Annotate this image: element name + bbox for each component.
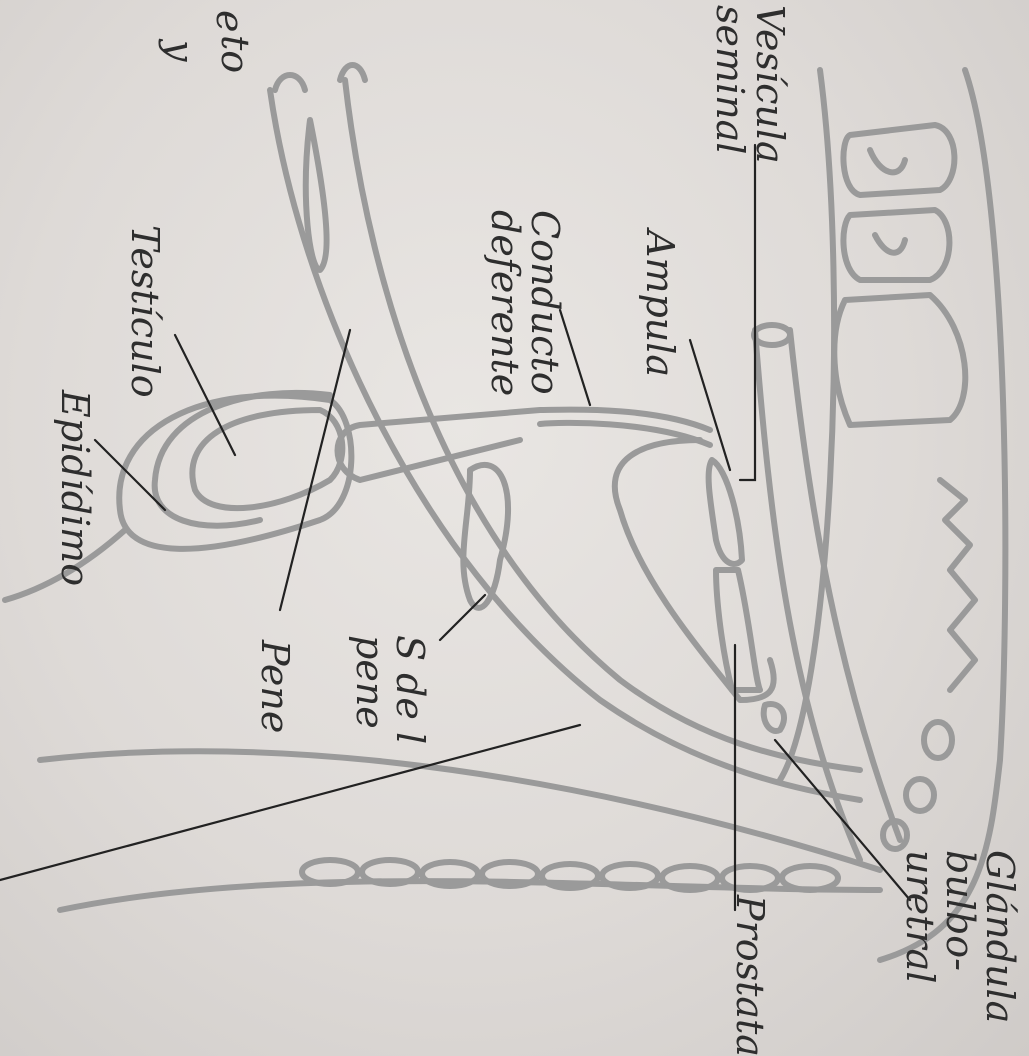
pointer-ampula [690,340,730,470]
label-vesicula-line2: seminal [710,5,750,164]
label-glandula-bulbouretral: Glándula bulbo- uretral [900,850,1020,1023]
bulbourethral-gland [764,704,784,731]
edge-fragment-e-text: e [210,10,250,33]
testis [192,410,342,508]
label-s-line1: S de l [390,635,430,744]
vertebra-3 [834,295,965,425]
label-ampula: Ampula [640,230,680,377]
label-glandula-line2: bulbo- [940,850,980,1023]
pelvis-line-1 [40,751,880,870]
vertebra-1 [843,125,954,195]
coccyx-segment-1 [924,722,952,758]
edge-fragment-e: e [210,10,250,33]
label-s-line2: pene [350,635,390,744]
pointer-testiculo [175,335,235,455]
corpus-inner [306,120,327,270]
label-pene-text: Pene [255,640,295,733]
label-vesicula-seminal: Vesícula seminal [710,5,790,164]
pointer-s [440,595,485,640]
label-s-del-pene: S de l pene [350,635,430,744]
label-vesicula-line1: Vesícula [750,5,790,164]
pointer-vesicula [740,145,755,480]
glans-tip-1 [275,75,305,90]
coccyx-segment-2 [906,779,934,811]
edge-fragment-y-text: y [160,40,200,61]
label-conducto-deferente: Conducto deferente [485,210,565,396]
label-glandula-line1: Glándula [980,850,1020,1023]
label-prostata: Prostata [730,895,770,1056]
label-epididimo-text: Epidídimo [55,390,95,586]
glans-tip-2 [340,65,365,80]
label-conducto-line2: deferente [485,210,525,396]
vertebra-2 [843,210,949,280]
label-testiculo-text: Testículo [125,225,165,398]
back-outline [880,70,1005,960]
label-ampula-text: Ampula [640,230,680,377]
pointer-long [0,725,580,880]
edge-fragment-to: to [215,35,255,73]
coccyx [940,480,975,690]
label-prostata-text: Prostata [730,895,770,1056]
vertebra-inner-2 [875,235,905,253]
label-testiculo: Testículo [125,225,165,398]
edge-fragment-to-text: to [215,35,255,73]
label-glandula-line3: uretral [900,850,940,1023]
label-epididimo: Epidídimo [55,390,95,586]
sacrum-outline [780,70,834,780]
edge-fragment-y: y [160,40,200,61]
rectum-opening [754,325,790,345]
label-pene: Pene [255,640,295,733]
seminal-vesicle [709,460,742,564]
label-conducto-line1: Conducto [525,210,565,396]
vertebra-inner-1 [870,150,905,172]
prostate [716,570,760,690]
